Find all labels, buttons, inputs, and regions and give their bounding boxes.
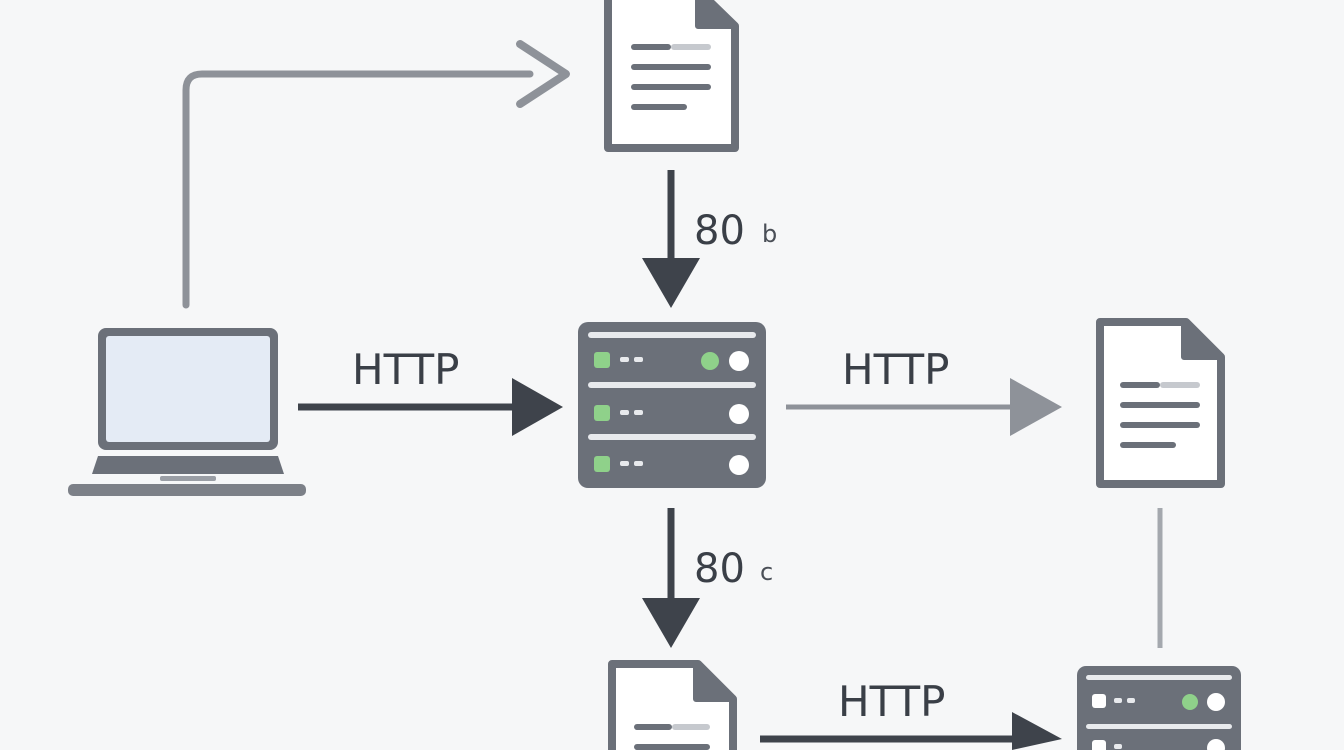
arrow-bottom-document-to-server [760,712,1062,750]
http-label-client-server: HTTP [352,345,459,394]
arrow-laptop-to-server [298,378,563,436]
arrow-laptop-to-top-document [182,40,570,309]
http-label-server-document: HTTP [842,345,949,394]
arrow-server-to-bottom-document [642,508,700,648]
arrow-server-to-right-document [786,378,1062,436]
document-icon-bottom [608,660,737,750]
laptop-icon [68,328,306,496]
port-label-top: 80 [694,208,745,254]
arrow-top-document-to-server [642,170,700,308]
document-icon-top [604,0,739,152]
port-suffix-bottom: c [760,558,773,586]
server-icon-center [578,322,766,488]
http-label-bottom: HTTP [838,677,945,726]
document-icon-right [1096,318,1225,488]
port-label-bottom: 80 [694,546,745,592]
port-suffix-top: b [762,220,777,248]
server-icon-bottom-right [1077,666,1241,750]
